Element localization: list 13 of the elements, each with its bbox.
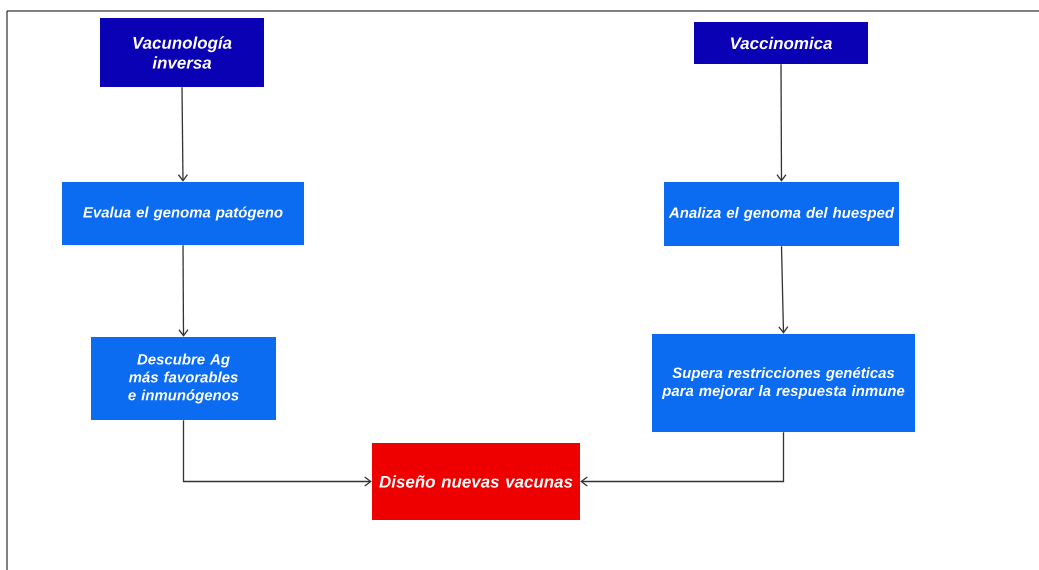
result-box: Diseño nuevas vacunas	[372, 443, 580, 520]
arrow	[177, 86, 189, 182]
heading-box: Vacunología inversa	[100, 18, 264, 87]
process-box: Descubre Ag más favorables e inmunógenos	[91, 337, 276, 420]
process-box: Evalua el genoma patógeno	[62, 182, 304, 245]
arrow	[182, 419, 372, 487]
heading-box: Vaccinomica	[694, 22, 868, 64]
arrow	[776, 63, 787, 182]
arrow	[580, 431, 785, 487]
arrow	[778, 245, 789, 334]
process-box: Analiza el genoma del huesped	[664, 182, 899, 246]
process-box: Supera restricciones genéticas para mejorar la respuesta inmune	[652, 334, 915, 432]
arrow	[178, 244, 189, 337]
